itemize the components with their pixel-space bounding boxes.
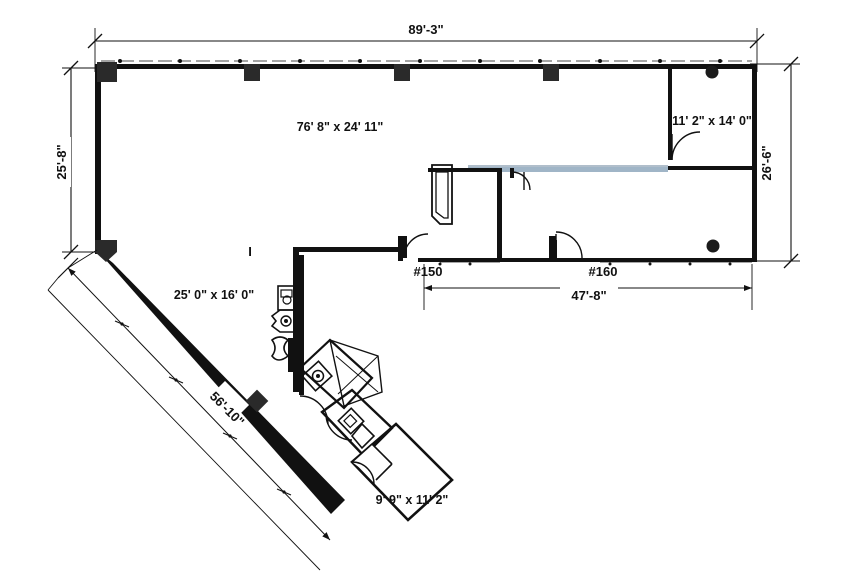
stair-or-closet-outline (431, 164, 453, 225)
corridor-highlight (468, 165, 668, 172)
bottom-wall-ticks (438, 261, 752, 266)
room-label-northeast-office: 11' 2" x 14' 0" (672, 114, 752, 128)
room-labels: 76' 8" x 24' 11" 11' 2" x 14' 0" 25' 0" … (174, 114, 752, 507)
dimension-overall-width: 89'-3" (87, 22, 765, 72)
fixture-wc-b (350, 422, 376, 450)
suite-label-150: #150 (414, 264, 443, 279)
suite-label-160: #160 (589, 264, 618, 279)
south-room-outline (350, 422, 454, 522)
wall-grid-ticks (101, 59, 752, 64)
dimension-lower-run: 47'-8" (423, 264, 753, 310)
door-swing-160 (555, 231, 583, 259)
i-beam-column-symbol: I (248, 244, 252, 259)
pilaster-markers (95, 62, 559, 262)
room-label-southwest-area: 25' 0" x 16' 0" (174, 288, 254, 302)
door-swing-corridor-a (511, 171, 531, 191)
dimension-left-height: 25'-8" (54, 60, 104, 260)
round-column-south (706, 239, 720, 253)
dimension-left-height-label: 25'-8" (54, 144, 69, 179)
i-beam-label: I (248, 244, 252, 259)
room-label-main-open-area: 76' 8" x 24' 11" (297, 120, 384, 134)
right-wall-ticks (753, 108, 757, 232)
round-column-north (705, 65, 719, 79)
dimension-diagonal-outer (47, 277, 321, 571)
round-columns (705, 65, 720, 253)
suite-numbers: #150 #160 (414, 264, 618, 279)
dimension-lower-run-label: 47'-8" (571, 288, 606, 303)
partition-northeast-office (668, 66, 756, 170)
dimension-right-height: 26'-6" (750, 56, 800, 269)
door-swing-south-room (351, 461, 375, 485)
dimension-overall-width-label: 89'-3" (408, 22, 443, 37)
dimension-right-height-label: 26'-6" (759, 145, 774, 180)
room-label-south-small-room: 9' 9" x 11' 2" (376, 493, 449, 507)
